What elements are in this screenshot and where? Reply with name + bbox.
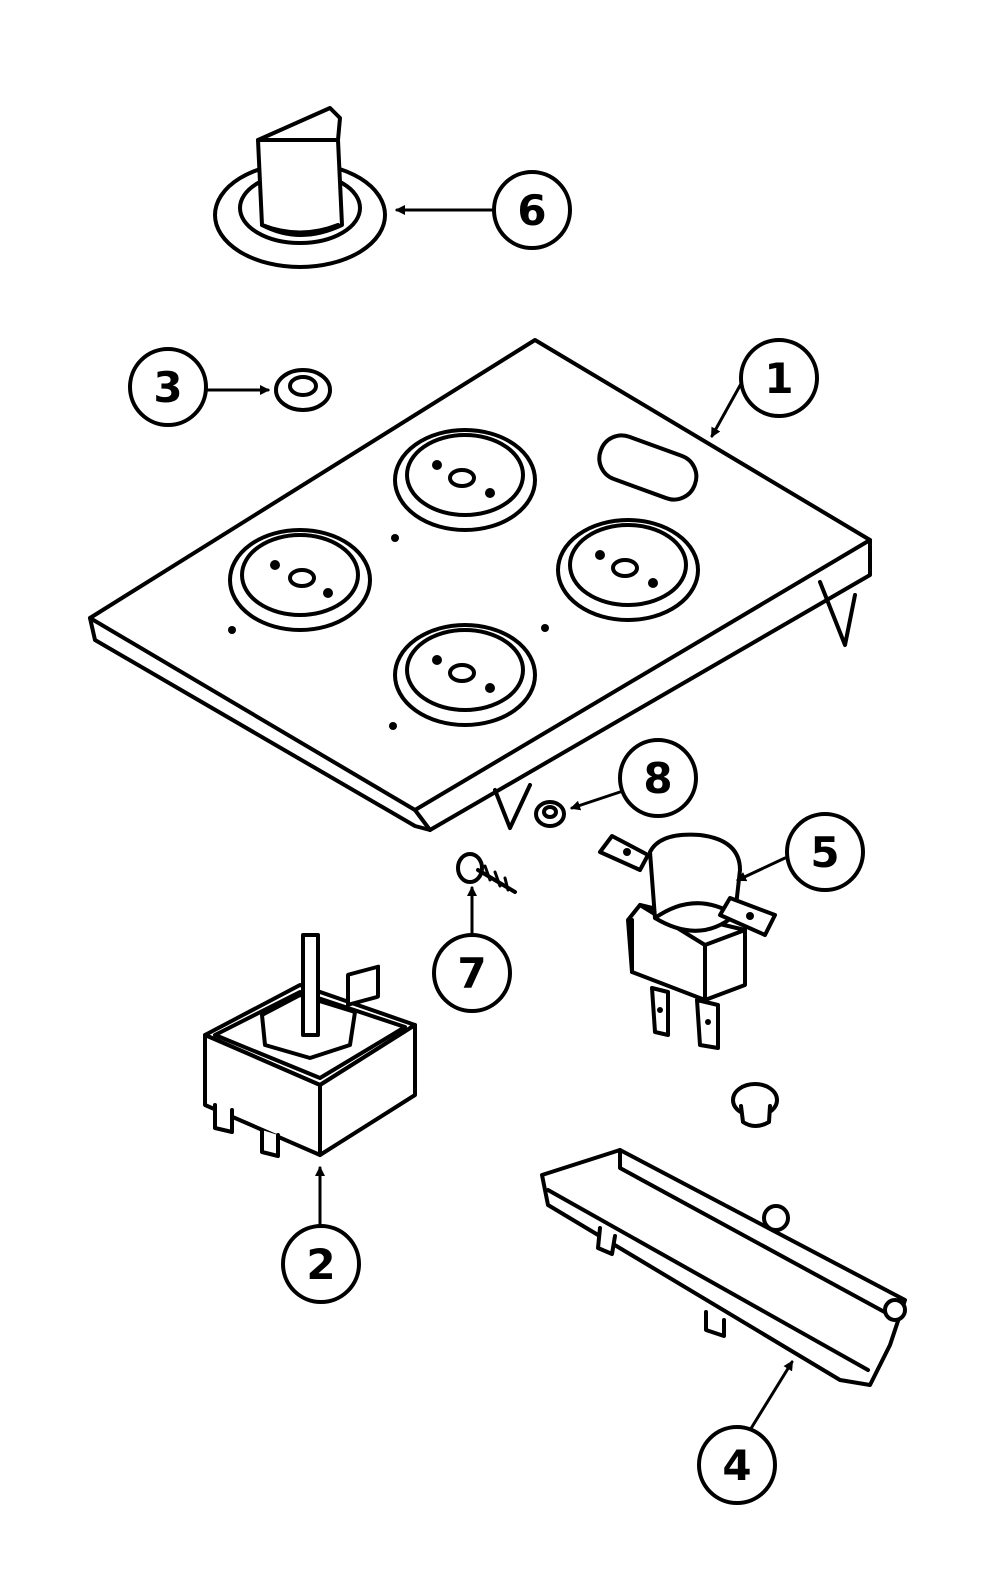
burner-left: [228, 528, 372, 632]
callout-5-label: 5: [810, 828, 839, 877]
burner-right: [556, 518, 700, 622]
leader-lines: [206, 205, 794, 1437]
callout-4: 4: [697, 1425, 777, 1505]
burner-front: [393, 623, 537, 727]
callout-6: 6: [492, 170, 572, 250]
callout-7-label: 7: [457, 949, 486, 998]
part-1-cooktop: [88, 338, 872, 832]
burner-back: [393, 428, 537, 532]
callout-4-label: 4: [722, 1441, 751, 1490]
part-7-screw: [456, 852, 517, 894]
part-3-nut: [274, 368, 332, 412]
bushing-nut: [731, 1082, 779, 1128]
part-8-nut: [534, 800, 566, 828]
part-5-switch: [598, 832, 777, 1050]
callout-8: 8: [618, 738, 698, 818]
part-2-infinite-switch: [203, 933, 417, 1158]
callout-3: 3: [128, 347, 208, 427]
part-6-knob: [213, 106, 387, 269]
callout-8-label: 8: [643, 754, 672, 803]
callout-1: 1: [739, 338, 819, 418]
callout-5: 5: [785, 812, 865, 892]
callout-7: 7: [432, 933, 512, 1013]
callout-3-label: 3: [153, 363, 182, 412]
callout-2: 2: [281, 1224, 361, 1304]
callout-2-label: 2: [306, 1240, 335, 1289]
callout-6-label: 6: [517, 186, 546, 235]
part-4-bracket: [540, 1148, 907, 1387]
callout-1-label: 1: [764, 354, 793, 403]
